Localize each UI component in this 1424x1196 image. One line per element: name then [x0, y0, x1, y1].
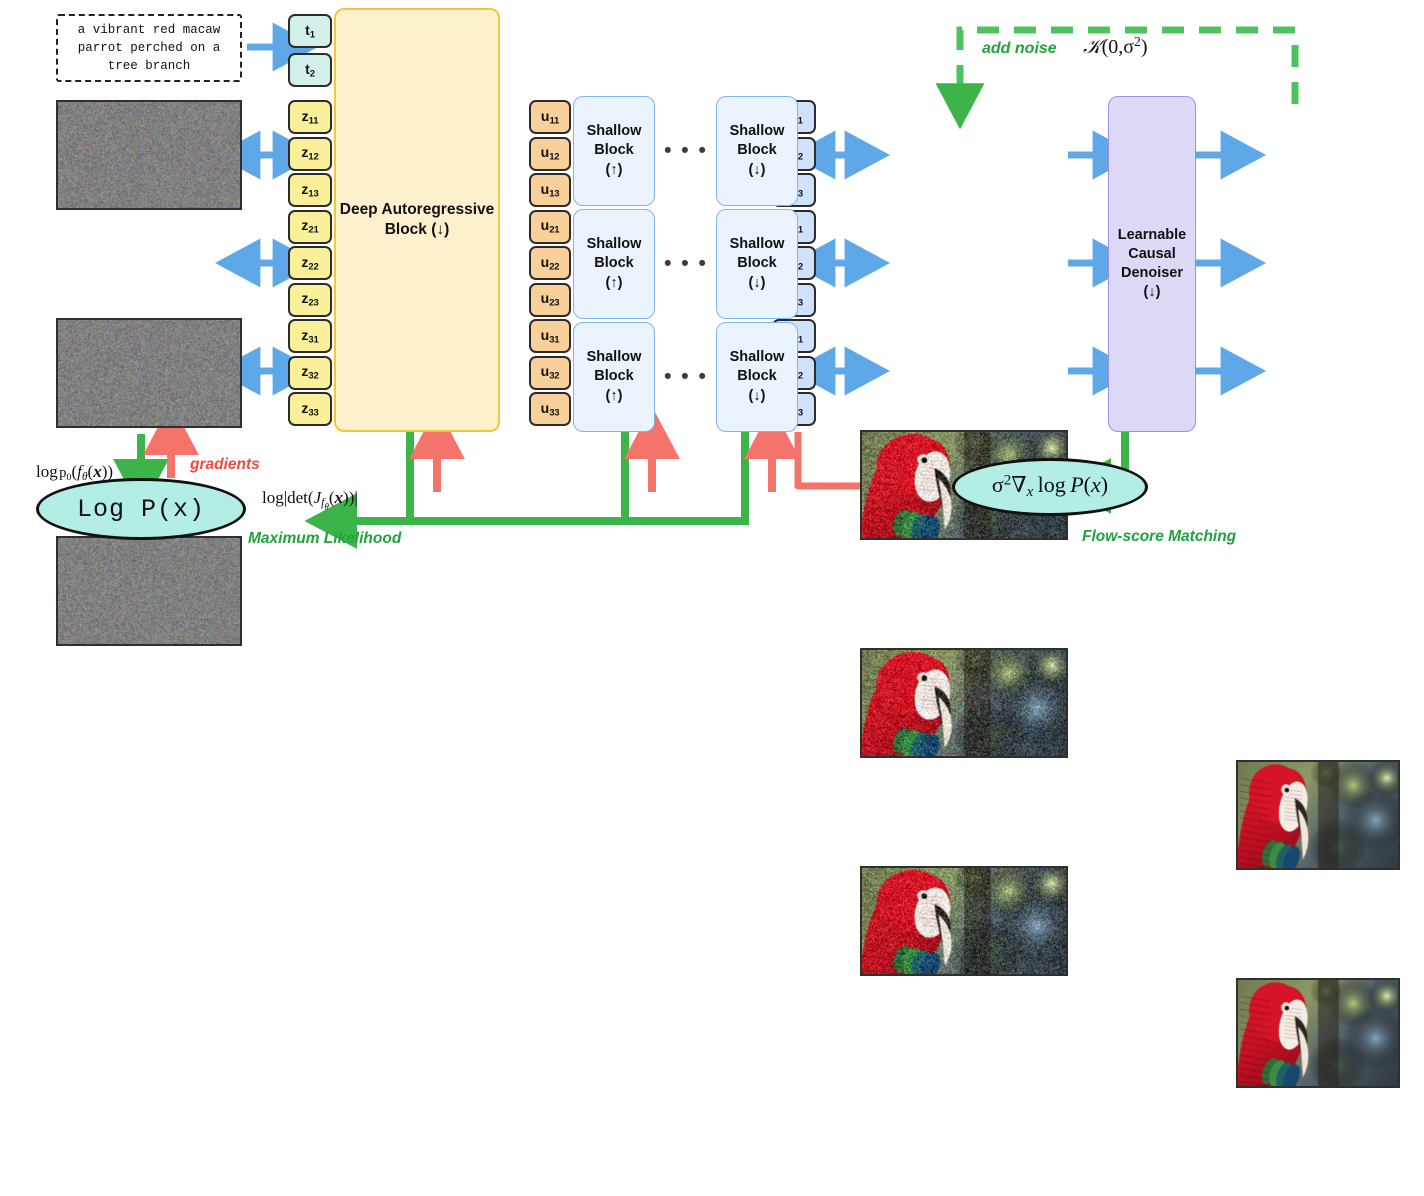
- token-label: u11: [541, 108, 559, 127]
- token-label: z22: [301, 254, 318, 273]
- denoiser-line2: Causal: [1118, 245, 1187, 264]
- deep-autoregressive-block[interactable]: Deep Autoregressive Block (↓): [334, 8, 500, 432]
- u-token-u21[interactable]: u21: [529, 210, 571, 244]
- score-node[interactable]: σ2∇x log P(x): [952, 458, 1148, 516]
- latent-token-z31[interactable]: z31: [288, 319, 332, 353]
- shallow-up-2-line3: (↑): [587, 274, 642, 293]
- shallow-down-2-line3: (↓): [730, 274, 785, 293]
- gradients-label: gradients: [190, 456, 260, 474]
- u-token-u22[interactable]: u22: [529, 246, 571, 280]
- flow-score-matching-label: Flow-score Matching: [1082, 528, 1236, 546]
- token-label: z23: [301, 290, 318, 309]
- token-label: u21: [541, 217, 560, 236]
- token-label: z32: [301, 363, 318, 382]
- shallow-down-3-line1: Shallow: [730, 348, 785, 367]
- u-token-u23[interactable]: u23: [529, 283, 571, 317]
- token-label: z31: [301, 327, 318, 346]
- ellipsis-row-2: • • •: [660, 209, 712, 319]
- prompt-text: a vibrant red macaw parrot perched on a …: [64, 21, 234, 75]
- u-token-u12[interactable]: u12: [529, 137, 571, 171]
- shallow-up-1-line2: Block: [587, 141, 642, 160]
- token-label: z33: [301, 400, 318, 419]
- shallow-block-down-1[interactable]: Shallow Block (↓): [716, 96, 798, 206]
- shallow-block-up-3[interactable]: Shallow Block (↑): [573, 322, 655, 432]
- latent-token-z13[interactable]: z13: [288, 173, 332, 207]
- noisy-macaw-image-3: [860, 866, 1068, 976]
- u-token-u11[interactable]: u11: [529, 100, 571, 134]
- text-token-t1[interactable]: t1: [288, 14, 332, 48]
- score-node-label: σ2∇x log P(x): [992, 472, 1108, 501]
- log-px-node[interactable]: Log P(x): [36, 478, 246, 540]
- latent-token-z23[interactable]: z23: [288, 283, 332, 317]
- clean-macaw-image-2: [1236, 978, 1400, 1088]
- token-label: u13: [541, 181, 560, 200]
- deep-block-line2: Block (↓): [340, 220, 495, 240]
- latent-token-z32[interactable]: z32: [288, 356, 332, 390]
- shallow-block-up-1[interactable]: Shallow Block (↑): [573, 96, 655, 206]
- token-label: z21: [301, 217, 318, 236]
- shallow-block-down-3[interactable]: Shallow Block (↓): [716, 322, 798, 432]
- shallow-down-1-line3: (↓): [730, 161, 785, 180]
- text-token-t2[interactable]: t2: [288, 53, 332, 87]
- shallow-down-1-line2: Block: [730, 141, 785, 160]
- token-label: u31: [541, 327, 560, 346]
- noisy-macaw-image-2: [860, 648, 1068, 758]
- token-label: u32: [541, 363, 560, 382]
- denoiser-line4: (↓): [1118, 283, 1187, 302]
- shallow-up-1-line3: (↑): [587, 161, 642, 180]
- shallow-block-up-2[interactable]: Shallow Block (↑): [573, 209, 655, 319]
- shallow-up-3-line3: (↑): [587, 387, 642, 406]
- ellipsis-row-1: • • •: [660, 96, 712, 206]
- deep-block-line1: Deep Autoregressive: [340, 200, 495, 220]
- prompt-text-box: a vibrant red macaw parrot perched on a …: [56, 14, 242, 82]
- denoiser-line1: Learnable: [1118, 226, 1187, 245]
- learnable-causal-denoiser-block[interactable]: Learnable Causal Denoiser (↓): [1108, 96, 1196, 432]
- shallow-down-3-line2: Block: [730, 367, 785, 386]
- u-token-u33[interactable]: u33: [529, 392, 571, 426]
- latent-noise-image-1: [56, 100, 242, 210]
- token-label: u33: [541, 400, 560, 419]
- shallow-down-3-line3: (↓): [730, 387, 785, 406]
- shallow-up-3-line1: Shallow: [587, 348, 642, 367]
- denoiser-line3: Denoiser: [1118, 264, 1187, 283]
- token-label: t1: [305, 22, 315, 41]
- token-label: u12: [541, 144, 560, 163]
- shallow-block-down-2[interactable]: Shallow Block (↓): [716, 209, 798, 319]
- shallow-up-3-line2: Block: [587, 367, 642, 386]
- u-token-u13[interactable]: u13: [529, 173, 571, 207]
- token-label: u22: [541, 254, 560, 273]
- shallow-up-2-line1: Shallow: [587, 235, 642, 254]
- shallow-down-1-line1: Shallow: [730, 122, 785, 141]
- latent-token-z12[interactable]: z12: [288, 137, 332, 171]
- shallow-down-2-line1: Shallow: [730, 235, 785, 254]
- maximum-likelihood-label: Maximum Likelihood: [248, 530, 401, 548]
- latent-token-z33[interactable]: z33: [288, 392, 332, 426]
- token-label: u23: [541, 290, 560, 309]
- shallow-up-1-line1: Shallow: [587, 122, 642, 141]
- token-label: z12: [301, 144, 318, 163]
- latent-token-z22[interactable]: z22: [288, 246, 332, 280]
- latent-noise-image-2: [56, 318, 242, 428]
- shallow-up-2-line2: Block: [587, 254, 642, 273]
- ellipsis-row-3: • • •: [660, 322, 712, 432]
- log-det-jacobian-label: log|det(Jfθ(x))|: [262, 488, 358, 512]
- latent-token-z21[interactable]: z21: [288, 210, 332, 244]
- clean-macaw-image-1: [1236, 760, 1400, 870]
- token-label: z13: [301, 181, 318, 200]
- token-label: t2: [305, 61, 315, 80]
- u-token-u32[interactable]: u32: [529, 356, 571, 390]
- noise-distribution-label: 𝒦(0,σ2): [1083, 34, 1148, 59]
- shallow-down-2-line2: Block: [730, 254, 785, 273]
- latent-token-z11[interactable]: z11: [288, 100, 332, 134]
- add-noise-label: add noise: [982, 40, 1057, 58]
- token-label: z11: [302, 108, 319, 127]
- latent-noise-image-3: [56, 536, 242, 646]
- u-token-u31[interactable]: u31: [529, 319, 571, 353]
